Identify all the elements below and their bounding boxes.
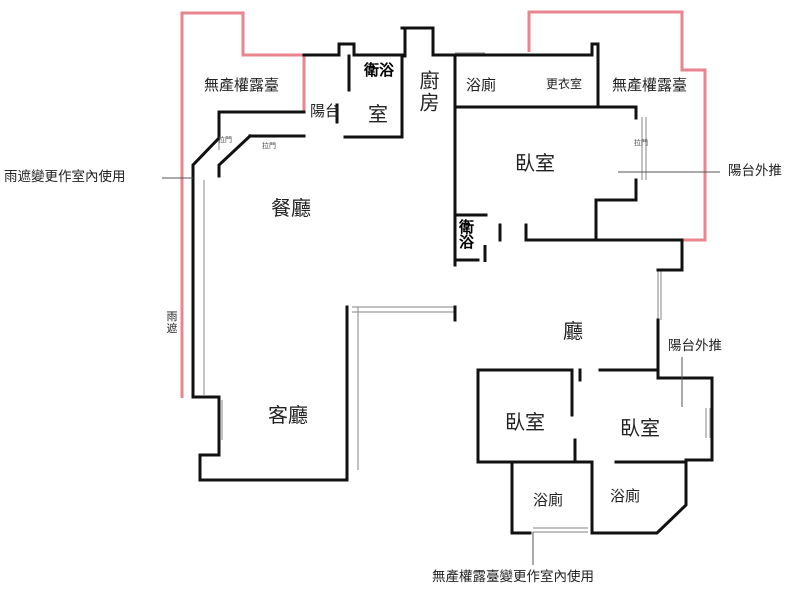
room-bath-top-b: 室 [368,102,388,126]
leader-lines [162,171,720,565]
note-rain-shelter-use: 雨遮變更作室內使用 [4,169,126,185]
room-closet: 更衣室 [546,77,583,91]
room-living: 客廳 [268,403,308,427]
room-hall: 廳 [563,319,583,343]
walls [191,26,714,535]
door-label-slide-a: 拉門 [218,136,232,144]
note-terrace-use: 無產權露臺變更作室內使用 [432,569,594,585]
door-label-slide-b: 拉門 [262,142,276,150]
room-bedroom-right: 臥室 [620,416,660,440]
room-bath-mid: 衛浴 [457,219,475,249]
room-kitchen: 廚房 [416,70,440,114]
room-balcony-small: 陽台 [310,102,341,120]
right-terrace-outline [527,10,707,242]
note-balcony-extend-mid: 陽台外推 [668,338,722,354]
room-master-bedroom: 臥室 [515,151,555,175]
room-terrace-left: 無產權露臺 [204,76,280,94]
room-terrace-right: 無產權露臺 [612,76,688,94]
room-bath-bottom-left: 浴廁 [533,491,564,509]
left-terrace-outline [180,11,306,398]
note-rain-shelter: 雨遮 [166,310,178,335]
room-dining: 餐廳 [271,196,311,220]
room-bath-top: 衛浴 [364,61,395,79]
non-property-outline [180,10,707,398]
room-bedroom-left: 臥室 [505,410,545,434]
windows [192,52,711,533]
room-master-bath: 浴廁 [466,76,497,94]
doors [453,245,487,265]
note-balcony-extend-top: 陽台外推 [728,163,782,179]
door-label-slide-c: 拉門 [634,139,648,147]
room-bath-bottom-right: 浴廁 [610,487,641,505]
